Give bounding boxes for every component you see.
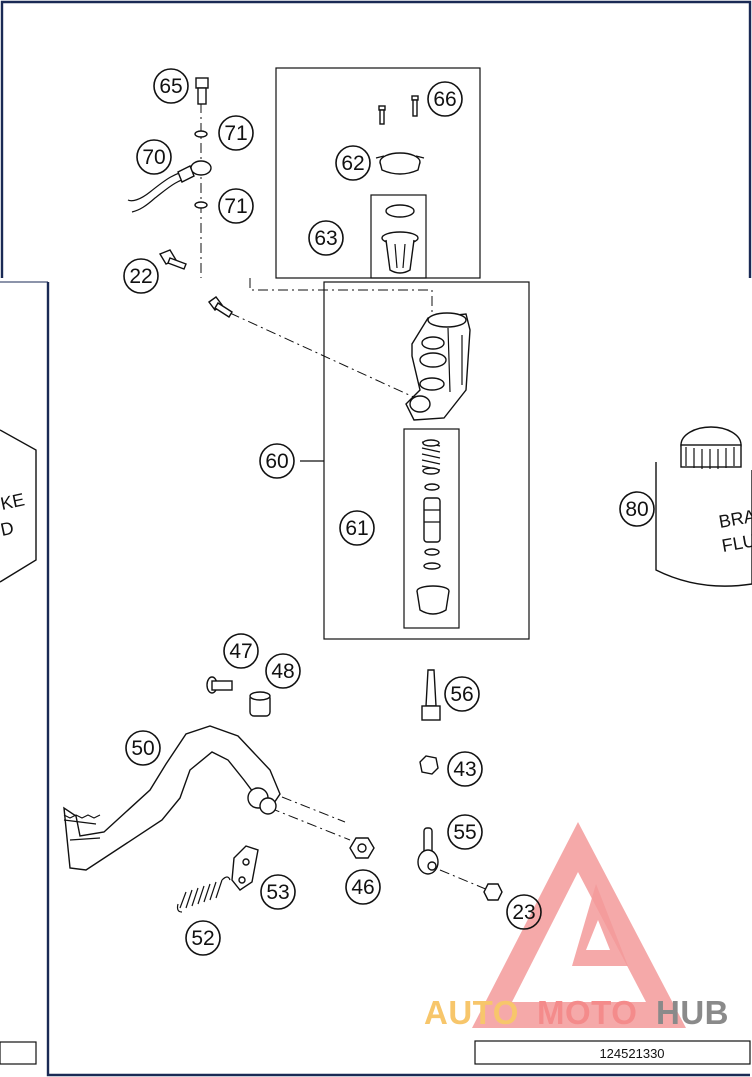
svg-text:61: 61 <box>345 517 368 540</box>
callout-80: 80 <box>619 491 655 527</box>
callout-71-upper: 71 <box>218 115 254 151</box>
spring-plate-part <box>231 845 259 891</box>
bleeder-screw-part <box>421 669 441 721</box>
reservoir-cap-part <box>375 152 425 175</box>
callout-71-lower: 71 <box>218 188 254 224</box>
pivot-pin-part <box>206 676 233 694</box>
callout-53: 53 <box>260 874 296 910</box>
svg-text:46: 46 <box>351 876 374 899</box>
filter-box <box>370 194 427 279</box>
piston-kit-part <box>416 439 450 615</box>
callout-66: 66 <box>427 81 463 117</box>
svg-text:71: 71 <box>224 195 247 218</box>
left-can-label-line1: KE <box>0 489 26 514</box>
svg-text:60: 60 <box>265 450 288 473</box>
drawing-code-box: 124521330 <box>474 1040 751 1065</box>
callout-47: 47 <box>223 633 259 669</box>
callout-60: 60 <box>259 443 295 479</box>
brake-pedal-part <box>63 725 281 871</box>
left-code-box <box>0 1041 37 1065</box>
svg-text:50: 50 <box>131 737 154 760</box>
washer-part-upper <box>194 130 208 138</box>
top-frame <box>0 0 752 278</box>
watermark-logo <box>472 822 686 1028</box>
mounting-bolt-part <box>208 296 233 318</box>
left-can-label-line2: D <box>0 518 16 540</box>
svg-text:71: 71 <box>224 122 247 145</box>
bushing-part <box>249 691 271 717</box>
push-rod-clevis-part <box>417 827 439 875</box>
svg-text:22: 22 <box>129 265 152 288</box>
svg-text:23: 23 <box>512 901 535 924</box>
watermark-text: AUTO MOTO HUB <box>424 994 729 1031</box>
svg-text:48: 48 <box>271 660 294 683</box>
svg-text:62: 62 <box>341 152 364 175</box>
drawing-code: 124521330 <box>599 1046 664 1061</box>
callout-56: 56 <box>444 676 480 712</box>
callout-50: 50 <box>125 730 161 766</box>
piston-kit-box <box>403 428 460 629</box>
callout-52: 52 <box>185 920 221 956</box>
watermark-hub: HUB <box>656 994 729 1031</box>
banjo-bolt-part <box>195 77 209 105</box>
return-spring-part <box>176 876 231 913</box>
callout-61: 61 <box>339 510 375 546</box>
callout-70: 70 <box>136 139 172 175</box>
watermark-auto: AUTO <box>424 994 519 1031</box>
svg-text:56: 56 <box>450 683 473 706</box>
callout-63: 63 <box>308 220 344 256</box>
callout-22: 22 <box>123 258 159 294</box>
watermark-moto: MOTO <box>537 994 637 1031</box>
washer-part-lower <box>194 201 208 209</box>
svg-text:65: 65 <box>159 75 182 98</box>
brake-hose-part <box>127 160 212 213</box>
svg-text:52: 52 <box>191 927 214 950</box>
master-cylinder-part <box>405 312 471 421</box>
nut-part-43 <box>419 755 439 775</box>
assembly-lines <box>200 103 489 891</box>
callout-48: 48 <box>265 653 301 689</box>
nut-part-46 <box>349 837 375 859</box>
cover-screw-part <box>378 95 419 125</box>
callout-46: 46 <box>345 869 381 905</box>
svg-text:53: 53 <box>266 881 289 904</box>
reservoir-filter-part <box>381 204 419 274</box>
brake-fluid-can-left-part: KE D <box>0 429 37 583</box>
mounting-screw-part <box>158 249 187 270</box>
svg-text:63: 63 <box>314 227 337 250</box>
svg-text:47: 47 <box>229 640 252 663</box>
callout-43: 43 <box>447 751 483 787</box>
svg-text:43: 43 <box>453 758 476 781</box>
brake-fluid-can-part: BRAKE FLUID <box>655 426 752 587</box>
bottom-frame <box>0 281 750 1077</box>
svg-text:66: 66 <box>433 88 456 111</box>
callout-62: 62 <box>335 145 371 181</box>
callout-23: 23 <box>506 894 542 930</box>
callout-65: 65 <box>153 68 189 104</box>
svg-text:70: 70 <box>142 146 165 169</box>
nut-part-23 <box>483 883 503 901</box>
callout-55: 55 <box>447 814 483 850</box>
svg-text:55: 55 <box>453 821 476 844</box>
svg-text:80: 80 <box>625 498 648 521</box>
